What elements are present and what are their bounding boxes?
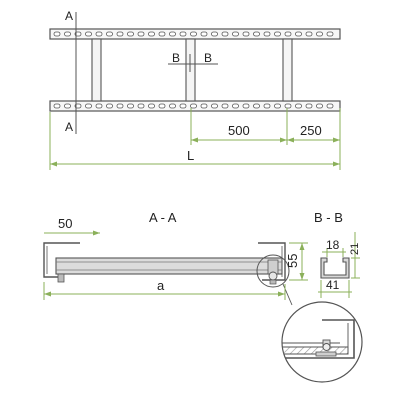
section-bb-title: B - B bbox=[314, 210, 343, 225]
dim-end-label: 250 bbox=[300, 123, 322, 138]
dimension-lip bbox=[322, 248, 346, 257]
rail-slot bbox=[221, 31, 229, 37]
section-b-b: B - B 18 21 41 bbox=[314, 210, 361, 298]
rail-slot bbox=[326, 103, 334, 109]
rail-slot bbox=[190, 103, 197, 109]
rail-slot bbox=[127, 103, 134, 109]
section-aa-title: A - A bbox=[149, 210, 177, 225]
dimension-arrow-flange bbox=[93, 230, 100, 236]
dim-flange-label: 50 bbox=[58, 216, 72, 231]
rail-slot bbox=[211, 103, 218, 109]
dimension-arrow-span bbox=[44, 291, 51, 297]
channel-profile bbox=[320, 257, 350, 279]
rail-slot bbox=[221, 103, 229, 109]
section-mark-a-bottom: A bbox=[65, 120, 73, 134]
rail-slot bbox=[295, 103, 302, 109]
dim-span-label: a bbox=[157, 278, 165, 293]
dimension-depth bbox=[351, 232, 360, 279]
rail-slot bbox=[232, 103, 239, 109]
rail-slot bbox=[295, 31, 302, 37]
plan-view: A A B B 500 250 L bbox=[49, 9, 341, 170]
rail-slot bbox=[242, 31, 250, 37]
bolt-left bbox=[57, 273, 65, 283]
dimension-arrow-height bbox=[299, 243, 305, 250]
rail-slot bbox=[137, 103, 145, 109]
rail-slot bbox=[85, 31, 92, 37]
dim-depth-label: 21 bbox=[349, 243, 361, 255]
rail-slot bbox=[64, 103, 71, 109]
rung-channel bbox=[55, 257, 283, 275]
rail-slot bbox=[95, 31, 103, 37]
rail-slot bbox=[137, 31, 145, 37]
rail-slot bbox=[232, 31, 239, 37]
rail-slot bbox=[95, 103, 103, 109]
rail-slot bbox=[179, 103, 187, 109]
rail-slot bbox=[148, 103, 155, 109]
dimension-arrow-span bbox=[278, 291, 285, 297]
rail-slot bbox=[263, 103, 271, 109]
rail-slot bbox=[169, 31, 176, 37]
rail-slot bbox=[211, 31, 218, 37]
rail-slot bbox=[316, 31, 323, 37]
detail-circle bbox=[281, 301, 363, 383]
rail-slot bbox=[263, 31, 271, 37]
section-a-a: A - A 50 bbox=[43, 210, 308, 306]
dimension-span bbox=[43, 282, 286, 300]
bottom-rail-slots bbox=[53, 103, 334, 109]
rail-slot bbox=[53, 103, 61, 109]
rail-slot bbox=[127, 31, 134, 37]
rail-slot bbox=[253, 31, 260, 37]
rail-slot bbox=[242, 103, 250, 109]
detail-view bbox=[281, 301, 363, 383]
rail-slot bbox=[116, 31, 124, 37]
rail-slot bbox=[64, 31, 71, 37]
dimension-arrow-height bbox=[299, 273, 305, 280]
rail-slot bbox=[106, 31, 113, 37]
section-mark-b-left: B bbox=[172, 51, 180, 65]
dim-height-label: 55 bbox=[285, 254, 300, 268]
rail-slot bbox=[116, 103, 124, 109]
dimension-length bbox=[49, 112, 341, 170]
rail-slot bbox=[200, 103, 208, 109]
section-mark-a-top: A bbox=[65, 9, 73, 23]
dim-length-label: L bbox=[187, 148, 194, 163]
rung bbox=[91, 38, 102, 102]
dimension-arrows-pitch bbox=[191, 137, 340, 143]
rail-slot bbox=[106, 103, 113, 109]
top-rail-slots bbox=[53, 31, 334, 37]
left-side-rail bbox=[43, 242, 80, 278]
dimension-pitch bbox=[190, 108, 341, 145]
rail-slot bbox=[53, 31, 61, 37]
rail-slot bbox=[316, 103, 323, 109]
section-mark-b-right: B bbox=[204, 51, 212, 65]
rail-slot bbox=[284, 31, 292, 37]
dimension-width bbox=[318, 280, 352, 298]
dim-lip-label: 18 bbox=[326, 238, 340, 252]
dim-width-label: 41 bbox=[326, 278, 340, 292]
rail-slot bbox=[274, 31, 281, 37]
rail-slot bbox=[148, 31, 155, 37]
rail-slot bbox=[169, 103, 176, 109]
rail-slot bbox=[326, 31, 334, 37]
bolt-right bbox=[267, 259, 279, 285]
detail-marker-circle bbox=[256, 254, 290, 288]
rung bbox=[282, 38, 293, 102]
rail-slot bbox=[274, 103, 281, 109]
rail-slot bbox=[305, 103, 313, 109]
rail-slot bbox=[284, 103, 292, 109]
dimension-arrows-length bbox=[50, 161, 340, 167]
dim-pitch-label: 500 bbox=[228, 123, 250, 138]
rail-slot bbox=[85, 103, 92, 109]
rail-slot bbox=[158, 103, 166, 109]
rail-slot bbox=[179, 31, 187, 37]
rail-slot bbox=[305, 31, 313, 37]
rail-slot bbox=[158, 31, 166, 37]
rail-slot bbox=[200, 31, 208, 37]
rail-slot bbox=[253, 103, 260, 109]
rail-slot bbox=[190, 31, 197, 37]
